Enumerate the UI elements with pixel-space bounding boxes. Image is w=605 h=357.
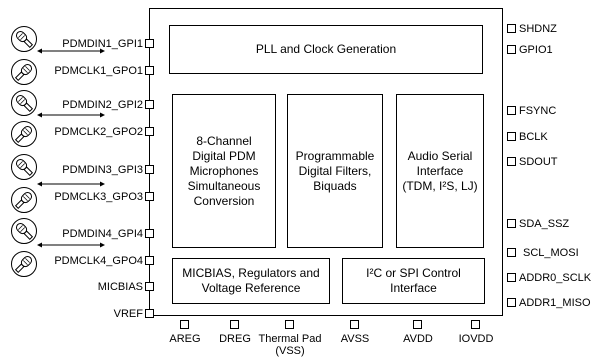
pin-avdd <box>413 320 422 329</box>
pin-vref <box>145 309 154 318</box>
pdm-microphone-icon <box>11 26 37 52</box>
pdm-block: 8-Channel Digital PDM Microphones Simult… <box>172 94 276 248</box>
pin-label-areg: AREG <box>169 333 201 345</box>
pdm-microphone-icon <box>11 251 37 277</box>
pdm-microphone-icon <box>11 90 37 116</box>
pin-micbias <box>145 282 154 291</box>
filters-line: Biquads <box>313 178 357 193</box>
micbias-regulators-block: MICBIAS, Regulators and Voltage Referenc… <box>172 258 330 304</box>
audio-serial-interface-block: Audio Serial Interface (TDM, I²S, LJ) <box>396 94 484 248</box>
micbias-line: Voltage Reference <box>201 281 301 295</box>
pin-label-bclk: BCLK <box>519 131 548 143</box>
pin-label-addr1-miso: ADDR1_MISO <box>519 297 591 309</box>
pin-label-dreg: DREG <box>219 333 251 345</box>
pin-pdmdin4 <box>145 229 154 238</box>
asi-line: (TDM, I²S, LJ) <box>402 178 478 193</box>
pin-fsync <box>507 106 516 115</box>
pin-pdmclk4 <box>145 256 154 265</box>
pin-pdmclk3 <box>145 192 154 201</box>
pin-pdmdin1 <box>145 39 154 48</box>
pin-gpio1 <box>507 45 516 54</box>
pin-label-avdd: AVDD <box>403 333 433 345</box>
pin-label-sdout: SDOUT <box>519 156 558 168</box>
pin-sda-ssz <box>507 219 516 228</box>
digital-filters-block: Programmable Digital Filters, Biquads <box>287 94 383 248</box>
double-arrow-icon <box>37 242 105 248</box>
pin-label-pdmdin4: PDMDIN4_GPI4 <box>62 228 143 240</box>
asi-text: Audio Serial Interface (TDM, I²S, LJ) <box>402 149 477 194</box>
pin-label-pdmclk1: PDMCLK1_GPO1 <box>54 65 143 77</box>
pin-addr1-miso <box>507 298 516 307</box>
asi-line: Audio Serial <box>407 148 473 163</box>
pin-label-pdmclk2: PDMCLK2_GPO2 <box>54 126 143 138</box>
pin-pdmclk2 <box>145 127 154 136</box>
pin-label-gpio1: GPIO1 <box>519 44 553 56</box>
pin-label-micbias: MICBIAS <box>97 281 143 293</box>
pdm-microphone-icon <box>11 187 37 213</box>
double-arrow-icon <box>37 181 105 187</box>
pin-label-shdnz: SHDNZ <box>519 23 557 35</box>
filters-line: Programmable <box>295 148 375 163</box>
pdm-microphone-icon <box>11 59 37 85</box>
pll-clock-block: PLL and Clock Generation <box>169 25 483 74</box>
pdm-microphone-icon <box>11 154 37 180</box>
pdm-line: Conversion <box>193 193 255 208</box>
pin-label-scl-mosi: SCL_MOSI <box>523 247 579 259</box>
pin-shdnz <box>507 24 516 33</box>
i2c-line: Interface <box>390 281 437 295</box>
filters-text: Programmable Digital Filters, Biquads <box>296 149 375 194</box>
pin-label-pdmdin3: PDMDIN3_GPI3 <box>62 164 143 176</box>
pin-label-pdmclk3: PDMCLK3_GPO3 <box>54 191 143 203</box>
pin-sdout <box>507 157 516 166</box>
pdm-line: Simultaneous <box>187 178 261 193</box>
pll-label: PLL and Clock Generation <box>255 42 397 56</box>
pin-pdmdin2 <box>145 100 154 109</box>
pin-areg <box>180 320 189 329</box>
filters-line: Digital Filters, <box>298 163 372 178</box>
pin-dreg <box>230 320 239 329</box>
pdm-text: 8-Channel Digital PDM Microphones Simult… <box>188 134 261 209</box>
pin-label-iovdd: IOVDD <box>458 333 494 345</box>
pin-label-avss: AVSS <box>340 333 370 345</box>
double-arrow-icon <box>37 48 105 54</box>
pin-label-pdmdin1: PDMDIN1_GPI1 <box>62 38 143 50</box>
asi-line: Interface <box>416 163 464 178</box>
pin-label-pdmclk4: PDMCLK4_GPO4 <box>54 255 143 267</box>
pdm-line: Digital PDM <box>192 148 256 163</box>
pin-label-vref: VREF <box>113 308 143 320</box>
i2c-line: I²C or SPI Control <box>366 266 461 280</box>
pin-label-sda-ssz: SDA_SSZ <box>519 218 570 230</box>
pdm-line: Microphones <box>189 163 259 178</box>
pin-label-addr0-sclk: ADDR0_SCLK <box>519 272 592 284</box>
i2c-text: I²C or SPI Control Interface <box>366 266 461 296</box>
pin-pdmclk1 <box>145 66 154 75</box>
pin-label-thermal-pad: Thermal Pad <box>258 333 322 345</box>
pin-pdmdin3 <box>145 165 154 174</box>
pdm-microphone-icon <box>11 218 37 244</box>
control-interface-block: I²C or SPI Control Interface <box>342 258 485 304</box>
pin-bclk <box>507 132 516 141</box>
pdm-microphone-icon <box>11 121 37 147</box>
pin-addr0-sclk <box>507 273 516 282</box>
pdm-line: 8-Channel <box>196 133 252 148</box>
pin-label-pdmdin2: PDMDIN2_GPI2 <box>62 99 143 111</box>
micbias-text: MICBIAS, Regulators and Voltage Referenc… <box>182 266 319 296</box>
pin-scl-mosi <box>507 248 516 257</box>
pin-avss <box>350 320 359 329</box>
pin-iovdd <box>471 320 480 329</box>
pin-label-fsync: FSYNC <box>519 105 557 117</box>
micbias-line: MICBIAS, Regulators and <box>182 266 320 280</box>
pin-label-thermal-pad-vss: (VSS) <box>275 345 305 357</box>
double-arrow-icon <box>37 112 105 118</box>
pin-thermal-pad <box>285 320 294 329</box>
